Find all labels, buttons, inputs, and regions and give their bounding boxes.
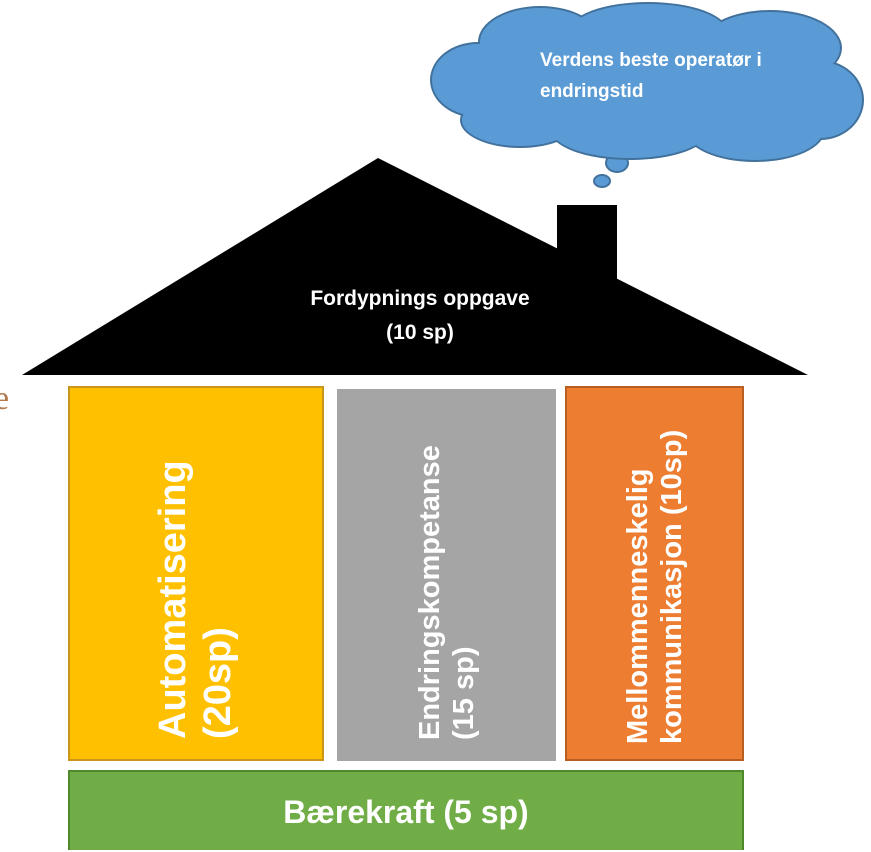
cropped-text-fragment: e [0, 380, 10, 417]
pillar-mellommenneskelig-label: Mellommenneskelig kommunikasjon (10sp) [621, 429, 688, 744]
cloud-label: Verdens beste operatør i endringstid [540, 50, 762, 102]
pillar-endringskompetanse: Endringskompetanse (15 sp) [337, 389, 556, 761]
pillar-endringskompetanse-label: Endringskompetanse (15 sp) [413, 445, 480, 740]
foundation-baerekraft: Bærekraft (5 sp) [68, 770, 744, 850]
roof-label: Fordypnings oppgave (10 sp) [310, 287, 530, 344]
pillar-automatisering-label: Automatisering (20sp) [152, 459, 239, 739]
roof [22, 158, 808, 375]
pillar-automatisering: Automatisering (20sp) [68, 386, 324, 761]
thought-cloud [430, 2, 864, 162]
pillar-mellommenneskelig: Mellommenneskelig kommunikasjon (10sp) [565, 386, 744, 761]
smoke-bubble-small [593, 174, 611, 188]
